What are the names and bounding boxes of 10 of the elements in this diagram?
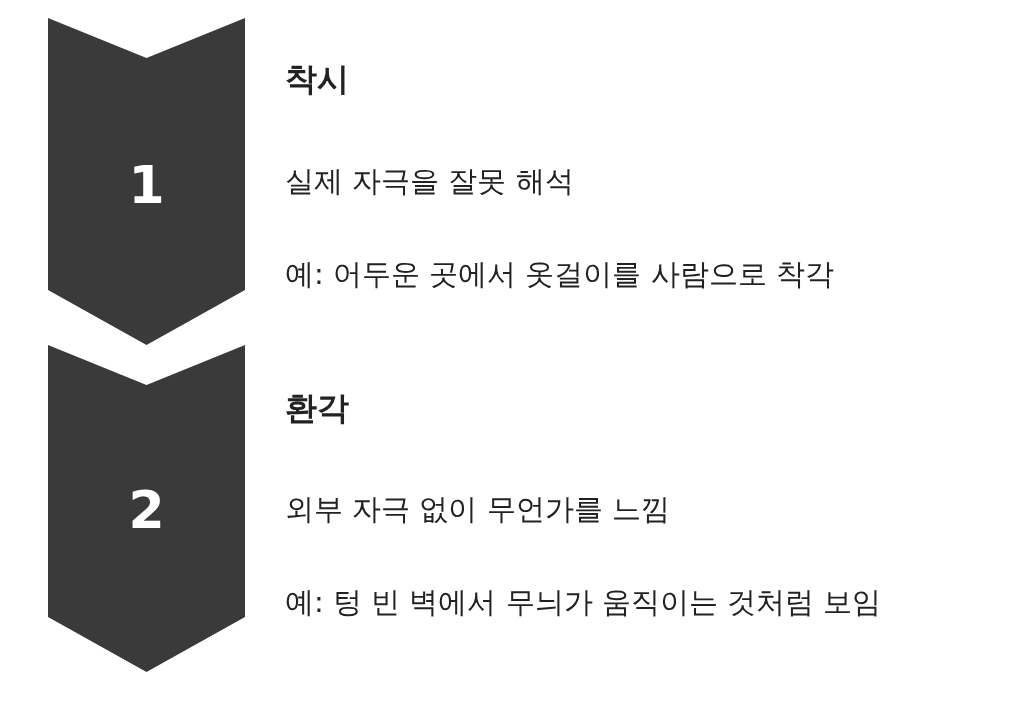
step-example: 예: 어두운 곳에서 옷걸이를 사람으로 착각 [285,256,834,293]
step-number: 2 [127,480,166,540]
step-description: 외부 자극 없이 무언가를 느낌 [285,491,670,528]
step-heading: 착시 [285,59,349,100]
step-example: 예: 텅 빈 벽에서 무늬가 움직이는 것처럼 보임 [285,584,882,621]
step-description: 실제 자극을 잘못 해석 [285,163,574,200]
chevron-step [48,345,245,672]
step-number: 1 [127,155,166,215]
step-heading: 환각 [285,388,349,429]
chevron-step [48,18,245,345]
